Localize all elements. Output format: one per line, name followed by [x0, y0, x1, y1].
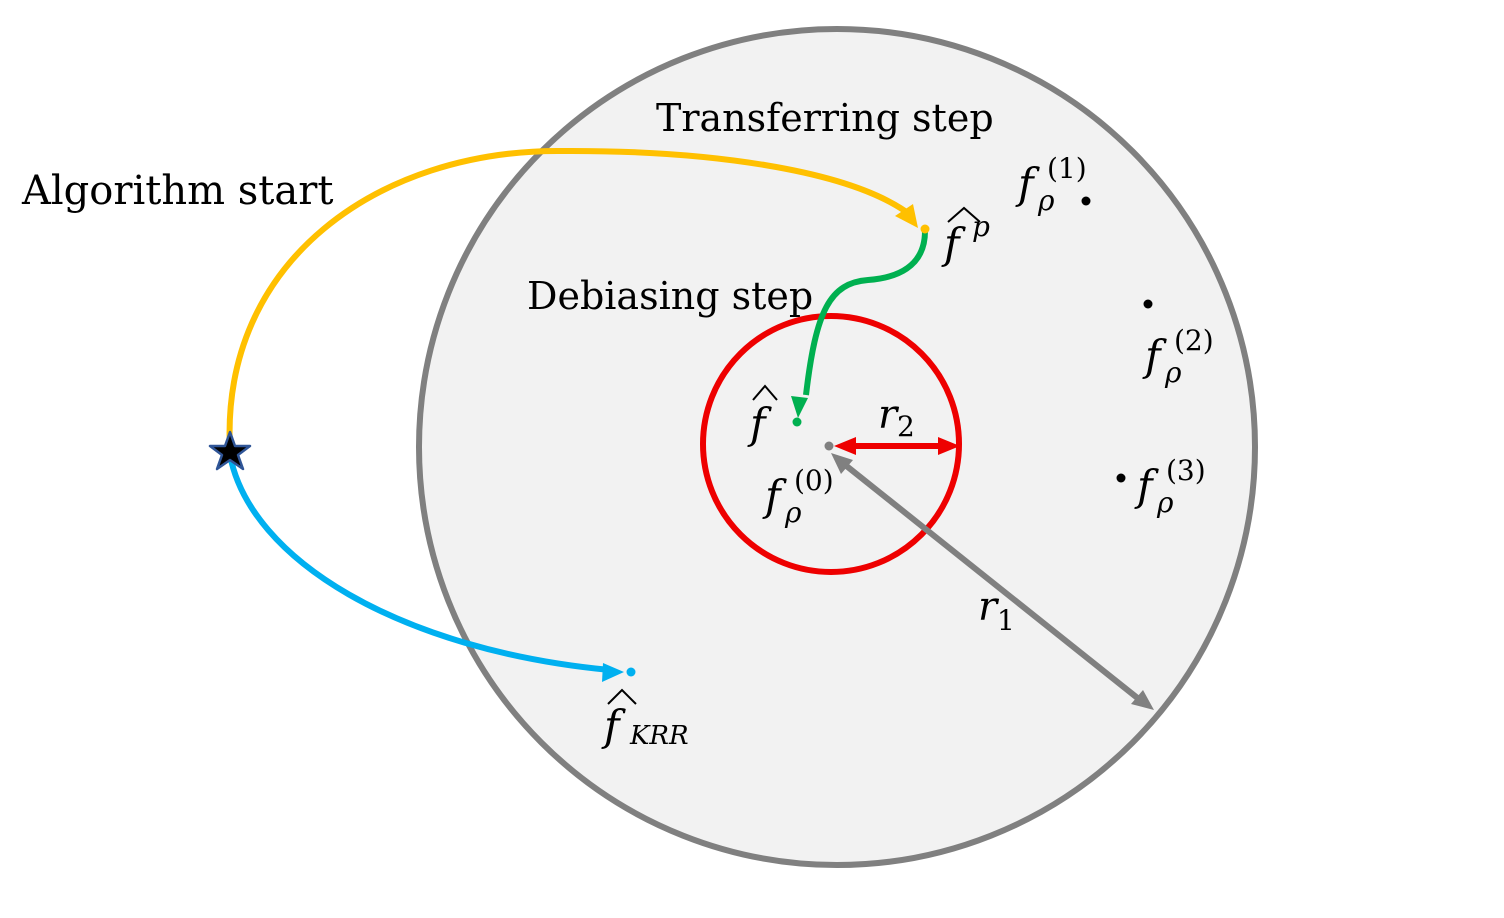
r2-base: r: [878, 392, 900, 438]
r1-arrowhead-end: [1131, 690, 1154, 710]
transfer-arrowhead: [895, 204, 918, 228]
f3-sub: ρ: [1156, 486, 1174, 519]
transfer-arrow: [226, 147, 914, 451]
fp-sup: p: [972, 210, 990, 243]
f1-sub: ρ: [1037, 184, 1055, 217]
hat-accent: [752, 384, 778, 401]
r2-sub: 2: [897, 410, 915, 443]
star-icon: [208, 430, 252, 471]
f1-point: [1081, 196, 1091, 206]
r1-base: r: [978, 584, 1000, 630]
inner-ball: [700, 313, 962, 575]
f2-sub: ρ: [1164, 356, 1182, 389]
krr-arrowhead: [602, 663, 624, 682]
r1-arrowhead-start: [831, 453, 853, 474]
r2-label: r 2: [878, 392, 915, 443]
f2-sup: (2): [1174, 324, 1214, 357]
r1-arrow: [842, 461, 1142, 703]
r1-sub: 1: [997, 604, 1015, 637]
transferring-step-label: Transferring step: [656, 96, 994, 140]
f2-point: [1143, 299, 1153, 309]
fp-point: [920, 224, 930, 234]
fkrr-sub: KRR: [629, 721, 689, 751]
f3-point: [1116, 473, 1126, 483]
debiasing-step-label: Debiasing step: [527, 274, 813, 318]
krr-arrow: [227, 454, 611, 673]
f0-sub: ρ: [784, 496, 802, 529]
debias-arrow: [803, 230, 928, 396]
algorithm-start-label: Algorithm start: [21, 168, 333, 214]
hat-accent: [947, 206, 981, 223]
fkrr-point: [626, 667, 636, 677]
debias-arrowhead: [791, 396, 808, 418]
hat-accent: [607, 688, 637, 705]
fhat-point: [792, 417, 802, 427]
f0-sup: (0): [794, 464, 834, 497]
f3-sup: (3): [1166, 454, 1206, 487]
r1-label: r 1: [978, 584, 1015, 637]
f1-sup: (1): [1047, 152, 1087, 185]
r2-arrowhead-start: [834, 437, 856, 455]
f0-point: [824, 441, 834, 451]
r2-arrowhead-end: [938, 437, 960, 455]
